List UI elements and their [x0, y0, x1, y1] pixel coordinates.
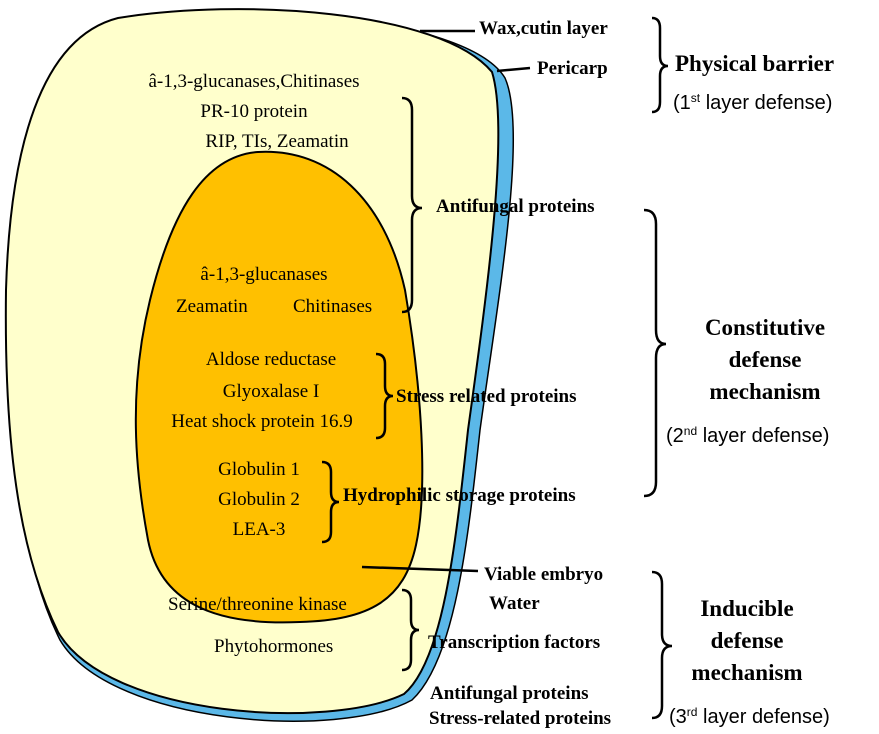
- water-label: Water: [489, 593, 540, 614]
- inducible-title-line: defense: [710, 628, 784, 653]
- embryo-leader: [361, 565, 479, 573]
- storage-proteins-label: Hydrophilic storage proteins: [343, 485, 576, 506]
- inducible-title-line: Inducible: [700, 596, 794, 621]
- antifungal-proteins-bottom-label: Antifungal proteins: [430, 683, 589, 704]
- physical-barrier-layer: (1st layer defense): [673, 91, 833, 114]
- stress-brace: [375, 352, 394, 440]
- antifungal-proteins-label: Antifungal proteins: [436, 196, 595, 217]
- inducible-brace: [651, 570, 673, 720]
- physical-barrier-title: Physical barrier: [675, 51, 835, 76]
- embryo-item: Zeamatin: [176, 296, 248, 317]
- constitutive-layer: (2nd layer defense): [666, 424, 830, 447]
- embryo-item: â-1,3-glucanases: [200, 264, 328, 285]
- storage-item: LEA-3: [232, 519, 286, 540]
- constitutive-brace: [643, 208, 667, 498]
- constitutive-title-line: defense: [728, 347, 802, 372]
- stress-item: Heat shock protein 16.9: [171, 411, 353, 432]
- antifungal-brace: [401, 96, 423, 314]
- outer-item: RIP, TIs, Zeamatin: [205, 131, 349, 152]
- transcription-factors-label: Transcription factors: [428, 632, 601, 653]
- stress-proteins-label: Stress related proteins: [396, 386, 577, 407]
- inducible-title-line: mechanism: [691, 660, 803, 685]
- embryo-item: Chitinases: [293, 296, 373, 317]
- storage-brace: [321, 460, 340, 544]
- physical-barrier-brace: [651, 16, 669, 114]
- embryo-region: [134, 150, 424, 624]
- pericarp-leader: [496, 66, 531, 73]
- stress-related-proteins-bottom-label: Stress-related proteins: [429, 708, 612, 729]
- storage-item: Globulin 1: [218, 459, 300, 480]
- stress-item: Aldose reductase: [205, 349, 337, 370]
- outer-item: PR-10 protein: [200, 101, 308, 122]
- bottom-item: Phytohormones: [214, 636, 334, 657]
- outer-item: â-1,3-glucanases,Chitinases: [148, 71, 360, 92]
- constitutive-title-line: Constitutive: [704, 315, 826, 340]
- pericarp-label: Pericarp: [537, 58, 608, 79]
- stress-item: Glyoxalase I: [222, 381, 320, 402]
- storage-item: Globulin 2: [218, 489, 300, 510]
- inducible-layer: (3rd layer defense): [669, 705, 830, 728]
- bottom-items-brace: [401, 588, 420, 672]
- wax-cutin-label: Wax,cutin layer: [479, 18, 608, 39]
- constitutive-title-line: mechanism: [709, 379, 821, 404]
- bottom-item: Serine/threonine kinase: [168, 594, 347, 615]
- viable-embryo-label: Viable embryo: [484, 564, 604, 585]
